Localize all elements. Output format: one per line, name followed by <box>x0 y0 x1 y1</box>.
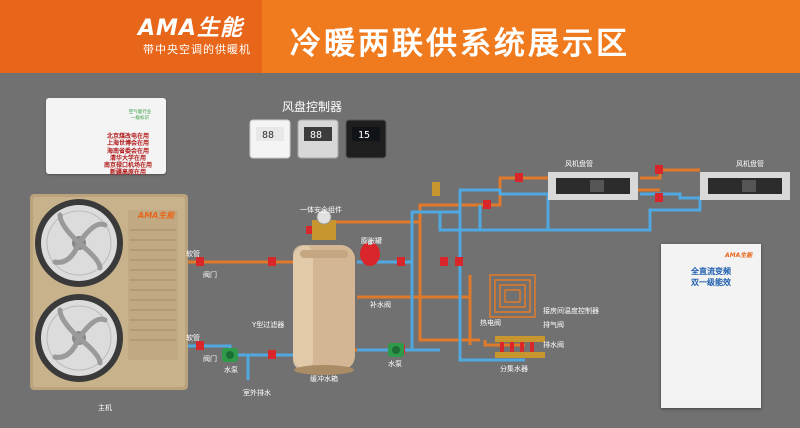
safety-group <box>306 209 336 240</box>
main-unit-label: 主机 <box>98 404 112 412</box>
controller-black <box>345 119 387 159</box>
certificate-line: 北京煤改电在用 <box>106 133 149 140</box>
promo-brand: AMA生能 <box>725 252 753 259</box>
y-filter-label: Y型过滤器 <box>252 321 285 329</box>
floor-heating-coil <box>489 274 536 318</box>
certificate-line: 南京禄口机场在用 <box>103 162 152 170</box>
controller-white <box>249 119 291 159</box>
controller-silver <box>297 119 339 159</box>
manifold <box>495 336 545 358</box>
expansion-tank <box>360 240 380 266</box>
logo-block <box>0 0 262 73</box>
page-title: 冷暖两联供系统展示区 <box>290 26 630 62</box>
pump-right-label: 水泵 <box>388 360 402 368</box>
certificate-line: 清华大学在用 <box>109 154 146 162</box>
promo-line-1: 全直流变频 <box>691 267 731 276</box>
thermal-valve-label: 热电阀 <box>480 319 501 327</box>
valve-bottom-label: 阀门 <box>203 355 217 363</box>
room-temp-controller-label: 接房间温度控制器 <box>543 307 599 315</box>
drain-valve-label: 排水阀 <box>543 341 564 349</box>
pump-right <box>388 343 404 357</box>
outdoor-drain-label: 室外排水 <box>243 389 271 397</box>
controller-display-2: 88 <box>310 130 322 141</box>
buffer-tank <box>293 245 355 375</box>
certificate-line: 海南省委会在用 <box>106 147 149 155</box>
pump-left <box>222 348 238 362</box>
manifold-label: 分集水器 <box>500 365 528 373</box>
header: AMA生能 带中央空调的供暖机 冷暖两联供系统展示区 <box>0 0 800 73</box>
brand-slogan: 带中央空调的供暖机 <box>143 43 251 56</box>
buffer-tank-label: 缓冲水箱 <box>310 375 338 383</box>
controller-display-1: 88 <box>262 130 274 141</box>
unit-brand-text: AMA生能 <box>137 211 175 220</box>
safety-group-label: 一体安全组件 <box>300 206 342 214</box>
fan-coil-unit-1 <box>548 172 638 200</box>
air-vent-top <box>432 182 440 196</box>
controller-display-3: 15 <box>358 130 370 141</box>
soft-pipe-top-label: 软管 <box>186 250 200 258</box>
outdoor-unit: AMA生能 <box>30 194 188 390</box>
fan-controller-title: 风盘控制器 <box>282 100 343 114</box>
promo-line-2: 双一级能效 <box>691 278 731 287</box>
certificate-card: 北京煤改电在用 上海世博会在用 海南省委会在用 清华大学在用 南京禄口机场在用 … <box>46 98 166 177</box>
certificate-badge-text: 空气能行业一级标识 <box>128 110 152 121</box>
makeup-valve-label: 补水阀 <box>370 301 391 309</box>
fan-coil-1-label: 风机盘管 <box>565 160 593 168</box>
certificate-line: 上海世博会在用 <box>106 140 149 148</box>
fan-coil-2-label: 风机盘管 <box>736 160 764 168</box>
soft-pipe-bottom-label: 软管 <box>186 334 200 342</box>
expansion-tank-label: 膨胀罐 <box>361 237 382 245</box>
valve-top-label: 阀门 <box>203 271 217 279</box>
fan-coil-unit-2 <box>700 172 790 200</box>
certificate-line: 新疆高原在用 <box>109 169 146 177</box>
pump-left-label: 水泵 <box>224 366 238 374</box>
promo-brochure: AMA生能 全直流变频 双一级能效 <box>661 244 761 408</box>
brand-logo: AMA生能 <box>138 16 243 41</box>
return-pipes <box>188 188 702 380</box>
air-vent-label: 排气阀 <box>543 321 564 329</box>
certificate-lines: 北京煤改电在用 上海世博会在用 海南省委会在用 清华大学在用 南京禄口机场在用 … <box>94 133 162 177</box>
